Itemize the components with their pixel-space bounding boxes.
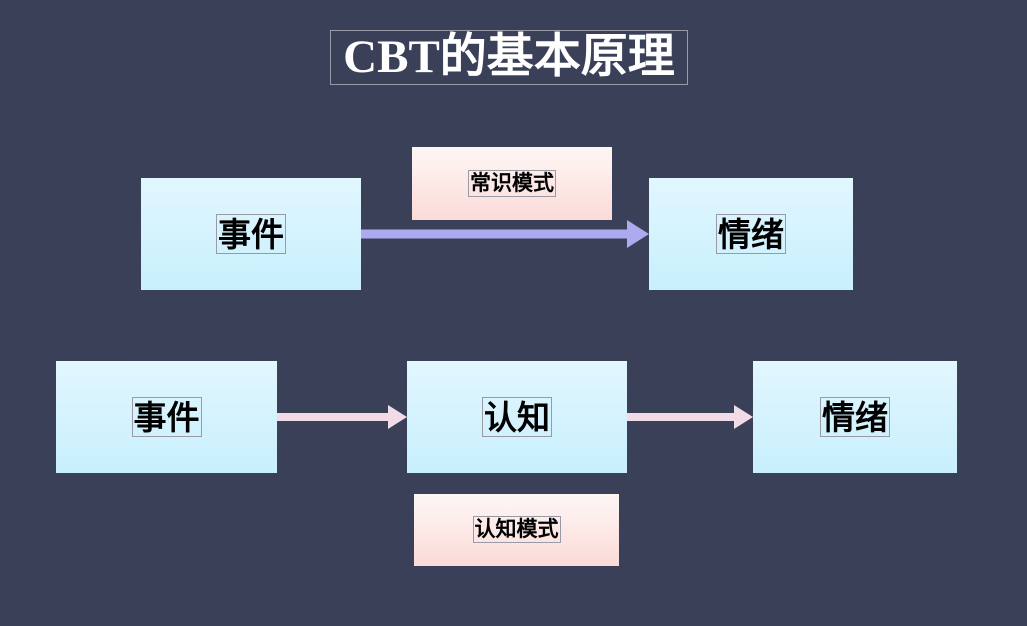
top-emotion-node[interactable]: 情绪 xyxy=(649,178,853,290)
arrow-shaft xyxy=(277,413,388,421)
bottom-emotion-node[interactable]: 情绪 xyxy=(753,361,957,473)
bottom-cognition-node-label: 认知 xyxy=(482,397,552,437)
page-title[interactable]: CBT的基本原理 xyxy=(330,30,688,85)
arrow-head-icon xyxy=(388,405,407,429)
top-event-node[interactable]: 事件 xyxy=(141,178,361,290)
arrow-shaft xyxy=(361,229,627,239)
bottom-event-node-label: 事件 xyxy=(131,397,202,437)
top-emotion-node-label: 情绪 xyxy=(716,214,786,254)
arrow-shaft xyxy=(627,413,734,421)
common-sense-mode-tag[interactable]: 常识模式 xyxy=(412,147,612,220)
arrow-head-icon xyxy=(734,405,753,429)
page-title-text: CBT的基本原理 xyxy=(343,31,675,83)
bottom-event-node[interactable]: 事件 xyxy=(56,361,277,473)
cognitive-mode-tag-label: 认知模式 xyxy=(472,516,561,543)
top-event-node-label: 事件 xyxy=(216,214,286,254)
bottom-cognition-node[interactable]: 认知 xyxy=(407,361,627,473)
cognitive-mode-tag[interactable]: 认知模式 xyxy=(414,494,619,566)
bottom-emotion-node-label: 情绪 xyxy=(820,397,890,437)
arrow-head-icon xyxy=(627,220,649,248)
common-sense-mode-tag-label: 常识模式 xyxy=(468,170,556,197)
